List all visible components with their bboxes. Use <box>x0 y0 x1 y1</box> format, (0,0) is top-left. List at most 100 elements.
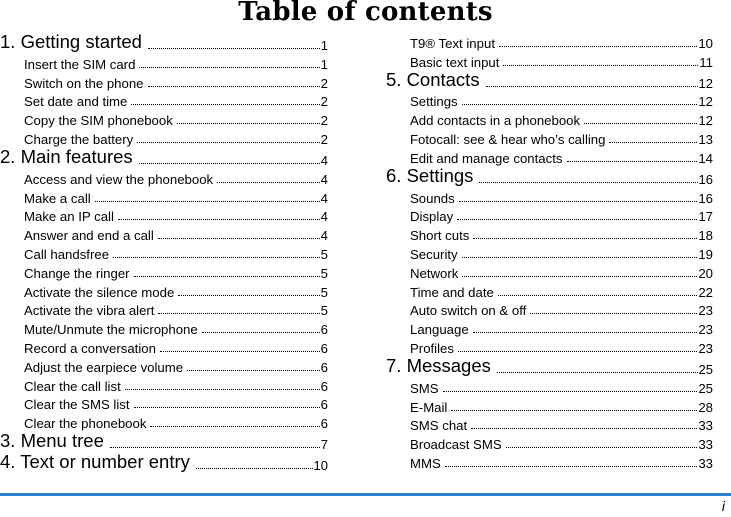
toc-entry-page: 33 <box>698 418 713 434</box>
toc-entry-label: Auto switch on & off <box>410 303 527 319</box>
toc-entry-label: Mute/Unmute the microphone <box>24 322 198 338</box>
toc-entry-label: 4. Text or number entry <box>0 451 190 473</box>
toc-section-entry[interactable]: Add contacts in a phonebook 12 <box>386 109 713 128</box>
toc-entry-label: Adjust the earpiece volume <box>24 359 184 375</box>
toc-entry-label: Activate the vibra alert <box>24 303 155 319</box>
dot-leader <box>158 300 320 319</box>
toc-entry-page: 16 <box>698 190 713 206</box>
dot-leader <box>217 168 320 187</box>
dot-leader <box>485 71 698 91</box>
toc-entry-label: Call handsfree <box>24 246 110 262</box>
toc-entry-page: 4 <box>320 228 328 244</box>
toc-section-entry[interactable]: Answer and end a call 4 <box>0 224 328 243</box>
dot-leader <box>566 147 698 166</box>
toc-entry-label: Record a conversation <box>24 340 156 356</box>
toc-entry-label: Add contacts in a phonebook <box>410 113 581 129</box>
toc-section-entry[interactable]: Activate the vibra alert 5 <box>0 300 328 319</box>
toc-section-entry[interactable]: Settings 12 <box>386 91 713 110</box>
toc-entry-page: 5 <box>320 303 328 319</box>
dot-leader <box>201 318 320 337</box>
toc-entry-label: Answer and end a call <box>24 228 154 244</box>
toc-entry-page: 28 <box>698 399 713 415</box>
toc-entry-page: 23 <box>698 340 713 356</box>
toc-entry-page: 13 <box>698 131 713 147</box>
toc-entry-label: Make a call <box>24 190 91 206</box>
toc-entry-label: Settings <box>410 94 458 110</box>
toc-entry-label: Time and date <box>410 284 494 300</box>
toc-entry-label: Language <box>410 322 469 338</box>
toc-entry-page: 12 <box>698 113 713 129</box>
dot-leader <box>505 433 698 452</box>
toc-entry-page: 5 <box>320 265 328 281</box>
toc-section-entry[interactable]: E-Mail 28 <box>386 396 713 415</box>
toc-entry-page: 12 <box>698 94 713 110</box>
toc-entry-label: Insert the SIM card <box>24 56 136 72</box>
toc-entry-page: 6 <box>320 322 328 338</box>
toc-entry-label: 2. Main features <box>0 145 133 167</box>
toc-entry-label: E-Mail <box>410 399 448 415</box>
toc-entry-page: 16 <box>698 171 713 187</box>
toc-entry-label: 7. Messages <box>386 354 491 376</box>
dot-leader <box>458 187 698 206</box>
toc-entry-page: 25 <box>698 380 713 396</box>
dot-leader <box>147 72 320 91</box>
toc-entry-page: 14 <box>698 150 713 166</box>
toc-entry-label: SMS chat <box>410 418 468 434</box>
dot-leader <box>496 357 698 377</box>
toc-section-entry[interactable]: Auto switch on & off 23 <box>386 300 713 319</box>
toc-entry-page: 6 <box>320 340 328 356</box>
toc-entry-label: T9® Text input <box>410 35 495 51</box>
toc-entry-page: 6 <box>320 397 328 413</box>
toc-section-entry[interactable]: Record a conversation 6 <box>0 337 328 356</box>
dot-leader <box>503 51 699 70</box>
toc-entry-page: 33 <box>698 455 713 471</box>
dot-leader <box>159 337 320 356</box>
toc-section-entry[interactable]: SMS chat 33 <box>386 415 713 434</box>
toc-entry-page: 23 <box>698 303 713 319</box>
toc-section-entry[interactable]: Mute/Unmute the microphone 6 <box>0 318 328 337</box>
toc-entry-label: Broadcast SMS <box>410 437 502 453</box>
toc-entry-page: 5 <box>320 284 328 300</box>
dot-leader <box>109 432 320 452</box>
toc-entry-label: Access and view the phonebook <box>24 171 214 187</box>
